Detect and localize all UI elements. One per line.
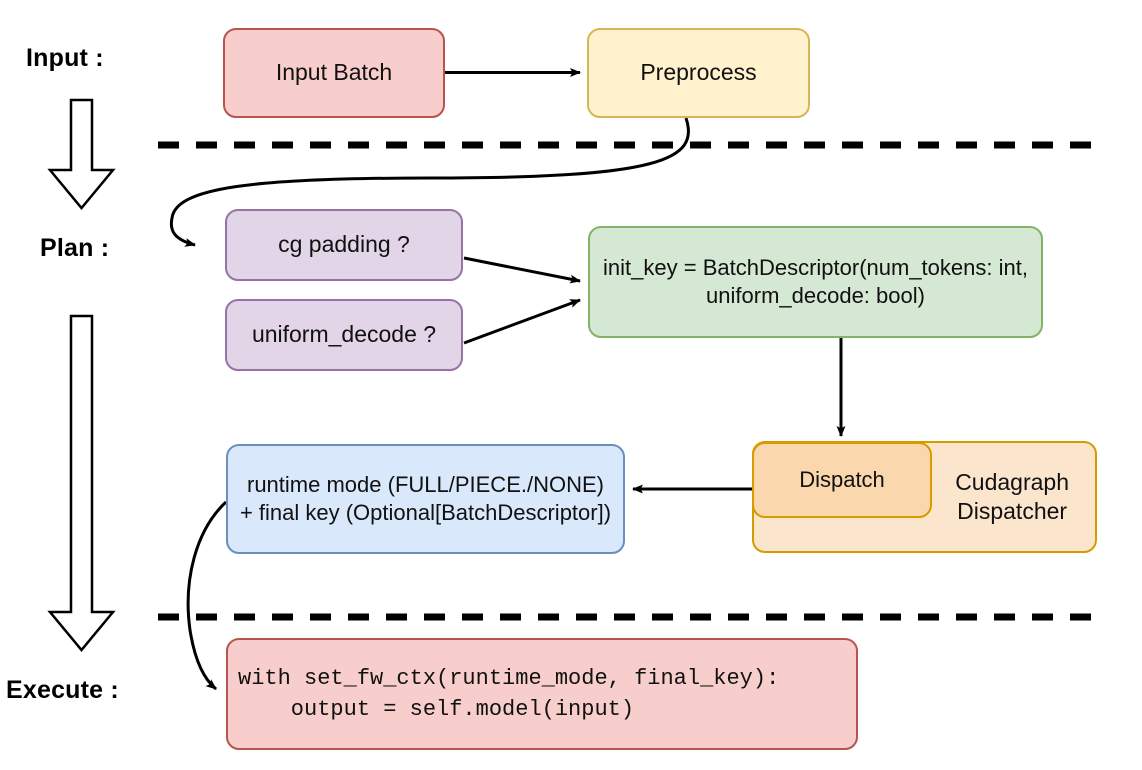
node-input-batch[interactable]: Input Batch xyxy=(223,28,445,118)
node-execute-code[interactable]: with set_fw_ctx(runtime_mode, final_key)… xyxy=(226,638,858,750)
edge-cg-padding-to-init-key xyxy=(463,256,581,284)
edge-uniform-decode-to-init-key xyxy=(463,298,581,345)
node-runtime-mode[interactable]: runtime mode (FULL/PIECE./NONE) + final … xyxy=(226,444,625,554)
stage-flow-arrow-input-to-plan xyxy=(47,98,116,210)
node-init-key[interactable]: init_key = BatchDescriptor(num_tokens: i… xyxy=(588,226,1043,338)
edge-runtime-mode-to-execute-code xyxy=(186,500,228,691)
node-cg-padding[interactable]: cg padding ? xyxy=(225,209,463,281)
stage-flow-arrow-plan-to-execute xyxy=(47,314,116,652)
node-dispatch[interactable]: Dispatch xyxy=(752,442,932,518)
stage-label-execute: Execute : xyxy=(6,676,119,704)
node-preprocess[interactable]: Preprocess xyxy=(587,28,810,118)
stage-label-input: Input : xyxy=(26,44,104,72)
node-uniform-decode[interactable]: uniform_decode ? xyxy=(225,299,463,371)
stage-label-plan: Plan : xyxy=(40,234,110,262)
